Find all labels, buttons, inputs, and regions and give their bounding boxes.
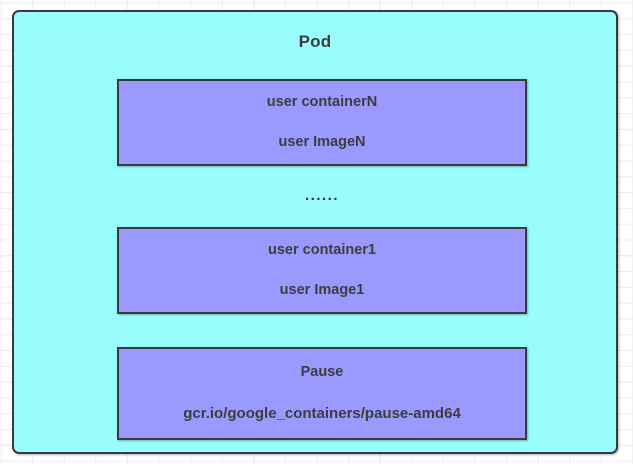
container-image-label: gcr.io/google_containers/pause-amd64	[183, 405, 461, 423]
container-image-label: user Image1	[279, 281, 365, 298]
container-box-pause[interactable]: Pause gcr.io/google_containers/pause-amd…	[117, 347, 527, 440]
container-name-label: user containerN	[266, 94, 378, 111]
container-box-container1[interactable]: user container1 user Image1	[117, 227, 527, 314]
container-box-containerN[interactable]: user containerN user ImageN	[117, 79, 527, 166]
pod-title: Pod	[298, 32, 332, 51]
container-image-label: user ImageN	[278, 133, 366, 150]
ellipsis-separator: ......	[304, 187, 339, 204]
container-name-label: Pause	[300, 363, 344, 380]
container-name-label: user container1	[268, 242, 376, 259]
pod-box[interactable]: Pod user containerN user ImageN ...... u…	[12, 10, 618, 454]
